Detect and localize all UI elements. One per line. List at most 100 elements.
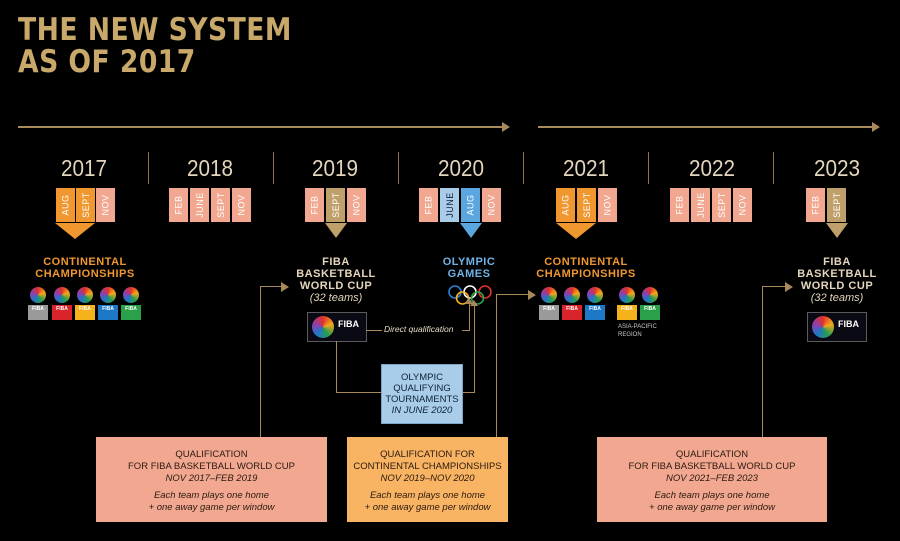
timeline-arrowhead-right (872, 122, 880, 132)
year-separator (398, 152, 399, 184)
year-separator (773, 152, 774, 184)
fiba-logo-text: FIBA (539, 305, 559, 320)
connector-line (461, 392, 475, 393)
connector-line (260, 286, 261, 437)
year-separator (523, 152, 524, 184)
month-2023-sept: SEPT (827, 188, 846, 222)
connector-arrowhead (470, 300, 478, 306)
qual-note: Each team plays one home (369, 490, 486, 501)
region-note: ASIA-PACIFIC REGION (618, 324, 657, 338)
event-pointer-2021 (556, 223, 596, 239)
event-sub: (32 teams) (810, 292, 864, 304)
month-2021-aug: AUG (556, 188, 575, 222)
event-line: WORLD CUP (299, 280, 373, 292)
fiba-zone-logo-icon: FIBA (98, 287, 118, 321)
connector-line (469, 302, 470, 331)
qual-note: Each team plays one home (654, 490, 770, 501)
month-2019-sept: SEPT (326, 188, 345, 222)
title-line-1: THE NEW SYSTEM (18, 12, 292, 48)
qual-line: FOR FIBA BASKETBALL WORLD CUP (128, 461, 295, 472)
event-olympics-2020: OLYMPIC GAMES (419, 256, 519, 280)
month-2022-nov: NOV (733, 188, 752, 222)
month-label: SEPT (215, 192, 226, 218)
fiba-logo-text: FIBA (52, 305, 72, 320)
year-2022: 2022 (688, 155, 736, 181)
connector-arrowhead (528, 290, 536, 300)
month-2018-sept: SEPT (211, 188, 230, 222)
month-2022-sept: SEPT (712, 188, 731, 222)
qual-note: + one away game per window (649, 502, 775, 513)
event-pointer-2019 (325, 223, 347, 238)
connector-line (496, 294, 529, 295)
event-line: FIBA (322, 256, 350, 268)
event-line: BASKETBALL (296, 268, 376, 280)
month-label: AUG (465, 194, 476, 216)
event-worldcup-2019: FIBA BASKETBALL WORLD CUP (32 teams) (286, 256, 386, 304)
month-2021-nov: NOV (598, 188, 617, 222)
page-title: THE NEW SYSTEM AS OF 2017 (18, 14, 292, 78)
fiba-zone-logo-icon: FIBA (585, 287, 605, 321)
month-2019-nov: NOV (347, 188, 366, 222)
month-label: SEPT (581, 192, 592, 218)
qual-line: FOR FIBA BASKETBALL WORLD CUP (628, 461, 796, 472)
event-continental-2017: CONTINENTAL CHAMPIONSHIPS (20, 256, 150, 280)
timeline-arrowhead-left (502, 122, 510, 132)
event-continental-2021: CONTINENTAL CHAMPIONSHIPS (521, 256, 651, 280)
year-2017: 2017 (60, 155, 108, 181)
qual-note: + one away game per window (148, 502, 275, 513)
fiba-logo-text: FIBA (617, 305, 637, 320)
month-2019-feb: FEB (305, 188, 324, 222)
month-label: NOV (486, 194, 497, 216)
event-line: BASKETBALL (797, 268, 877, 280)
fiba-logo-text: FIBA (121, 305, 141, 320)
month-2020-nov: NOV (482, 188, 501, 222)
fiba-zone-logo-icon: FIBA (52, 287, 72, 321)
fiba-zone-logo-icon: FIBA (28, 287, 48, 321)
month-label: AUG (60, 194, 71, 216)
fiba-world-cup-logo-icon: FIBA (807, 312, 867, 342)
month-label: JUNE (695, 192, 706, 218)
year-2023: 2023 (813, 155, 861, 181)
fiba-logo-text: FIBA (75, 305, 95, 320)
month-2021-sept: SEPT (577, 188, 596, 222)
month-2020-june: JUNE (440, 188, 459, 222)
month-label: FEB (309, 195, 320, 215)
timeline-arrow-right (538, 126, 873, 128)
month-2020-feb: FEB (419, 188, 438, 222)
month-2017-sept: SEPT (76, 188, 95, 222)
year-separator (148, 152, 149, 184)
connector-arrowhead (281, 282, 289, 292)
fiba-zone-logo-icon: FIBA (562, 287, 582, 321)
fiba-zone-logo-icon: FIBA (617, 287, 637, 321)
year-2019: 2019 (311, 155, 359, 181)
connector-arrowhead (785, 282, 793, 292)
event-line: CONTINENTAL (43, 256, 127, 268)
fiba-zone-logo-icon: FIBA (640, 287, 660, 321)
connector-line (336, 392, 382, 393)
qual-line: QUALIFICATION (675, 449, 749, 460)
event-line: CONTINENTAL (544, 256, 628, 268)
event-pointer-2023 (826, 223, 848, 238)
month-2017-nov: NOV (96, 188, 115, 222)
connector-line (336, 341, 337, 393)
connector-line (260, 286, 282, 287)
month-2023-feb: FEB (806, 188, 825, 222)
month-label: NOV (351, 194, 362, 216)
event-line: CHAMPIONSHIPS (536, 268, 636, 280)
fiba-logo-text: FIBA (562, 305, 582, 320)
month-2018-feb: FEB (169, 188, 188, 222)
qual-note: + one away game per window (364, 502, 491, 513)
month-label: NOV (100, 194, 111, 216)
month-label: SEPT (716, 192, 727, 218)
fiba-logo-text: FIBA (838, 319, 859, 329)
month-2022-june: JUNE (691, 188, 710, 222)
month-label: SEPT (80, 192, 91, 218)
month-label: NOV (602, 194, 613, 216)
month-2022-feb: FEB (670, 188, 689, 222)
fiba-zone-logo-icon: FIBA (539, 287, 559, 321)
oqt-line: TOURNAMENTS (385, 394, 459, 405)
qual-dates: NOV 2019–NOV 2020 (380, 473, 475, 484)
fiba-zone-logo-icon: FIBA (121, 287, 141, 321)
year-2021: 2021 (562, 155, 610, 181)
fiba-logo-text: FIBA (28, 305, 48, 320)
